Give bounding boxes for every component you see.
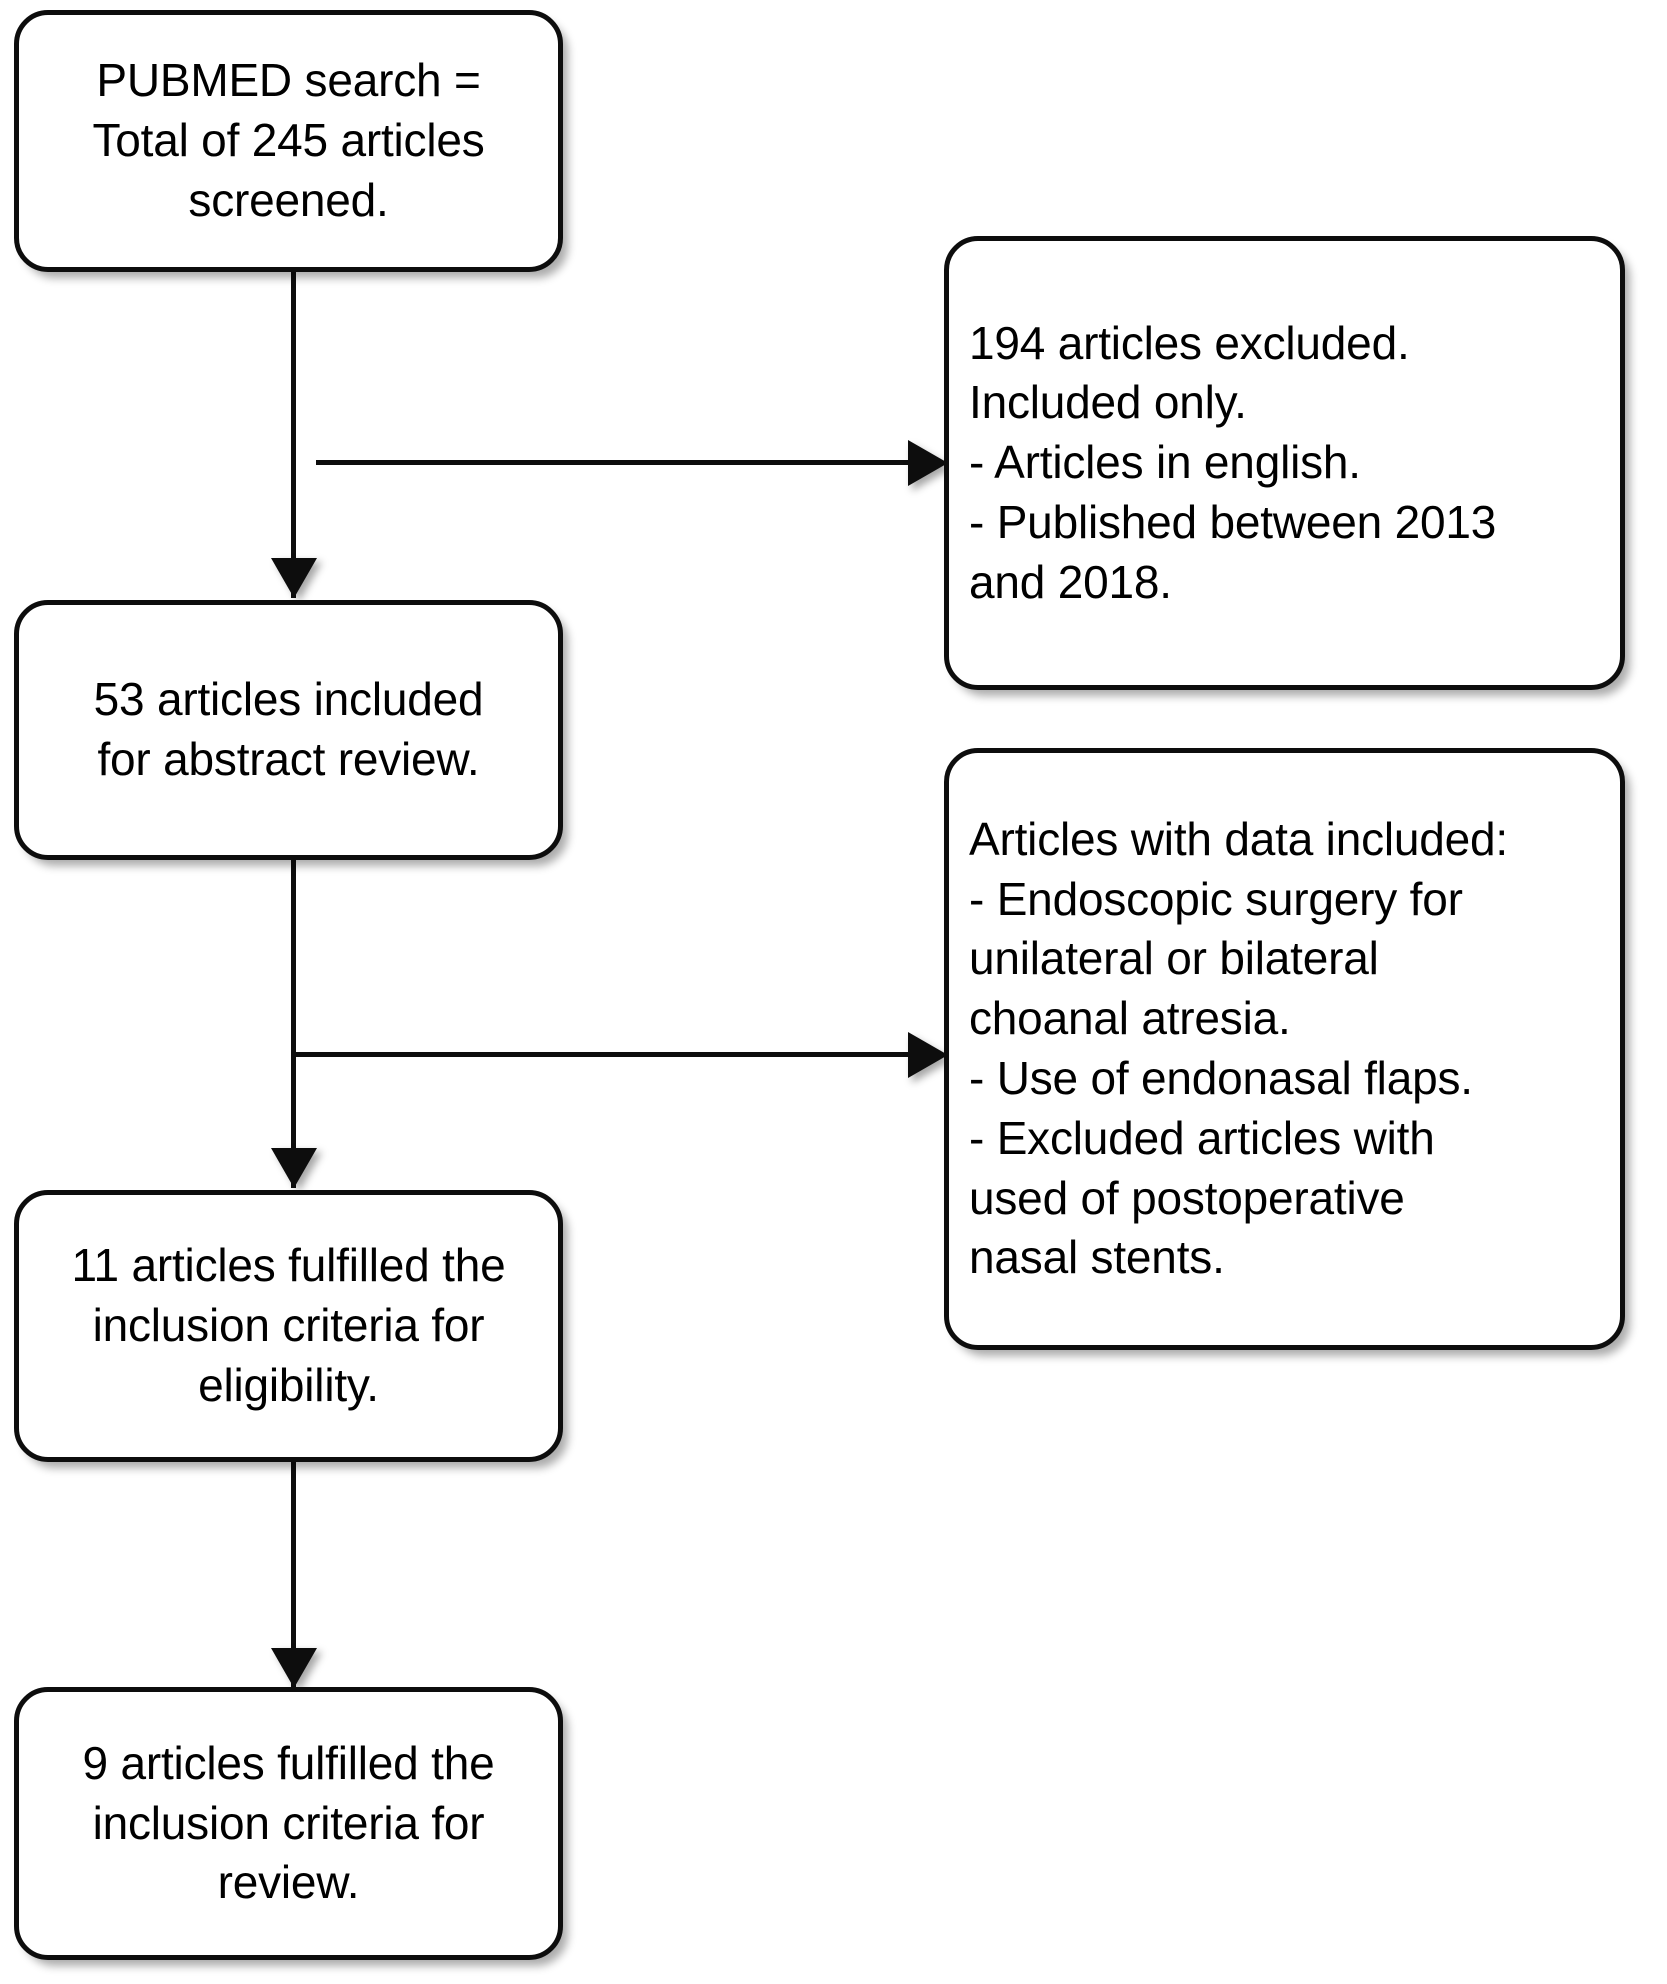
node-data-included-label: Articles with data included: - Endoscopi… [969,812,1509,1284]
node-eligibility-label: 11 articles fulfilled the inclusion crit… [71,1239,506,1411]
node-screened-label: PUBMED search = Total of 245 articles sc… [92,54,485,226]
arrowhead-abstract-to-eligibility [271,1148,317,1188]
arrowhead-abstract-to-data [908,1032,948,1078]
node-excluded[interactable]: 194 articles excluded. Included only. - … [944,236,1625,690]
connector-abstract-down [291,856,296,1188]
node-screened[interactable]: PUBMED search = Total of 245 articles sc… [14,10,563,272]
connector-eligibility-down [291,1458,296,1688]
arrowhead-eligibility-to-review [271,1648,317,1688]
node-eligibility[interactable]: 11 articles fulfilled the inclusion crit… [14,1190,563,1462]
node-review[interactable]: 9 articles fulfilled the inclusion crite… [14,1687,563,1960]
node-excluded-label: 194 articles excluded. Included only. - … [969,316,1497,608]
node-abstract-review-label: 53 articles included for abstract review… [93,673,484,785]
node-data-included[interactable]: Articles with data included: - Endoscopi… [944,748,1625,1350]
connector-screened-down [291,268,296,598]
connector-screened-to-excluded [316,460,930,465]
arrowhead-screened-to-abstract [271,558,317,598]
connector-abstract-to-data [291,1052,931,1057]
node-abstract-review[interactable]: 53 articles included for abstract review… [14,600,563,860]
arrowhead-screened-to-excluded [908,440,948,486]
node-review-label: 9 articles fulfilled the inclusion crite… [82,1736,495,1909]
